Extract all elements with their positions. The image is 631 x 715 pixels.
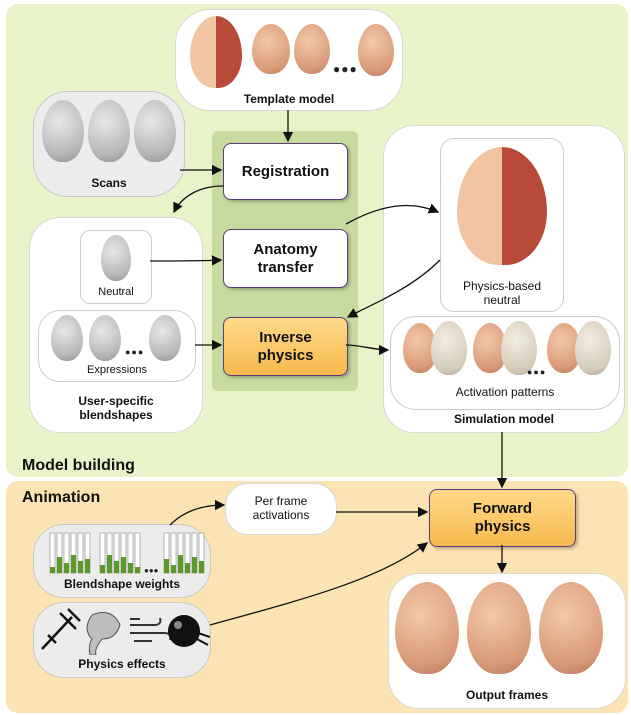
arrow-neutral-to-anatomy — [150, 260, 221, 261]
arrow-registration-to-blendshapes — [174, 186, 223, 212]
arrow-inverse-to-activations — [346, 345, 388, 350]
arrow-neutral-to-inverse — [348, 260, 440, 317]
arrow-weights-to-activations — [170, 505, 224, 525]
arrow-anatomy-to-neutral — [346, 206, 438, 224]
arrow-effects-to-forward — [210, 543, 427, 625]
